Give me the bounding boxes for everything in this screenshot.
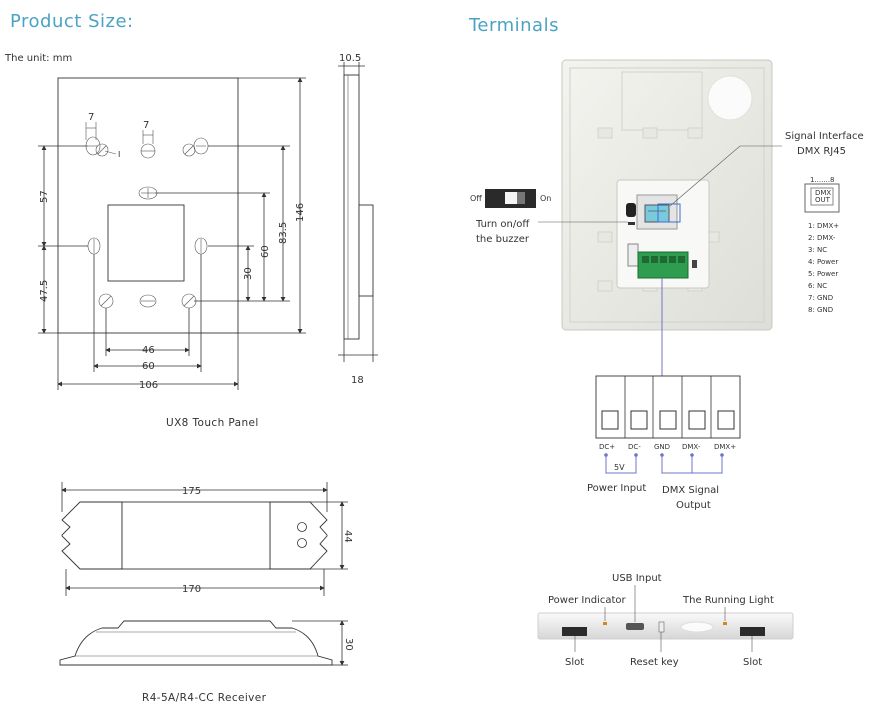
rj45-pinout-list: 1: DMX+ 2: DMX- 3: NC 4: Power 5: Power … bbox=[808, 222, 839, 314]
slot-left-label: Slot bbox=[565, 657, 584, 668]
dim-44: 44 bbox=[342, 530, 353, 543]
terminal-dmx-plus: DMX+ bbox=[714, 443, 736, 451]
mount-hole bbox=[138, 186, 158, 200]
touch-panel-caption: UX8 Touch Panel bbox=[166, 417, 259, 429]
receiver-caption: R4-5A/R4-CC Receiver bbox=[142, 692, 267, 704]
rj45-box-line2: OUT bbox=[815, 196, 831, 204]
buzzer-switch bbox=[485, 189, 536, 208]
terminal-gnd: GND bbox=[654, 443, 670, 451]
dim-18: 18 bbox=[351, 375, 364, 386]
receiver-end-view bbox=[537, 612, 794, 640]
terminals-title: Terminals bbox=[468, 15, 559, 36]
dim-10-5: 10.5 bbox=[339, 53, 361, 64]
switch-off-label: Off bbox=[470, 194, 482, 203]
dim-175: 175 bbox=[182, 486, 201, 497]
terminal-dc-plus: DC+ bbox=[599, 443, 615, 451]
pin-8: 8: GND bbox=[808, 306, 833, 314]
pin-7: 7: GND bbox=[808, 294, 833, 302]
dim-47-5: 47.5 bbox=[39, 280, 50, 302]
pin-3: 3: NC bbox=[808, 246, 827, 254]
dim-7-center: 7 bbox=[143, 120, 149, 131]
touch-panel-side-view: 10.5 18 bbox=[338, 53, 378, 386]
receiver-top-view: 175 44 170 bbox=[61, 482, 353, 596]
mount-hole bbox=[95, 143, 109, 157]
pin-1: 1: DMX+ bbox=[808, 222, 839, 230]
dim-106: 106 bbox=[139, 380, 158, 391]
signal-interface-label: Signal Interface bbox=[785, 131, 864, 142]
pin-5: 5: Power bbox=[808, 270, 838, 278]
terminal-dc-minus: DC- bbox=[628, 443, 641, 451]
slot-right-label: Slot bbox=[743, 657, 762, 668]
dim-170: 170 bbox=[182, 584, 201, 595]
panel-back-photo bbox=[561, 59, 773, 331]
rj45-socket-icon: DMX OUT bbox=[804, 183, 840, 213]
dim-146: 146 bbox=[295, 203, 306, 222]
reset-key-label: Reset key bbox=[630, 657, 679, 668]
unit-note: The unit: mm bbox=[4, 53, 72, 64]
mount-hole bbox=[140, 143, 156, 159]
dim-60-horizontal: 60 bbox=[142, 361, 155, 372]
rj45-box-line1: DMX bbox=[815, 189, 831, 197]
five-volt-label: 5V bbox=[614, 463, 625, 472]
dmx-signal-label-line1: DMX Signal bbox=[662, 485, 719, 496]
rj45-pin-header: 1.......8 bbox=[810, 176, 834, 184]
terminal-block bbox=[595, 375, 741, 439]
switch-on-label: On bbox=[540, 194, 551, 203]
dim-7-left: 7 bbox=[88, 112, 94, 123]
terminal-dmx-minus: DMX- bbox=[682, 443, 701, 451]
buzzer-label-line1: Turn on/off bbox=[475, 219, 530, 230]
buzzer-label-line2: the buzzer bbox=[476, 234, 530, 245]
running-light-label: The Running Light bbox=[682, 595, 774, 606]
pin-2: 2: DMX- bbox=[808, 234, 836, 242]
dmx-rj45-label: DMX RJ45 bbox=[797, 146, 846, 157]
power-input-label: Power Input bbox=[587, 483, 646, 494]
pin-6: 6: NC bbox=[808, 282, 827, 290]
dim-57: 57 bbox=[39, 190, 50, 203]
usb-input-label: USB Input bbox=[612, 573, 662, 584]
svg-text:I: I bbox=[118, 150, 120, 159]
dim-30: 30 bbox=[243, 267, 254, 280]
product-size-title: Product Size: bbox=[10, 11, 134, 32]
dim-60-vertical: 60 bbox=[260, 245, 271, 258]
dmx-signal-label-line2: Output bbox=[676, 500, 711, 511]
touch-panel-front-view: 7 7 I 57 47.5 146 83.5 60 30 bbox=[38, 77, 306, 391]
dim-83-5: 83.5 bbox=[278, 222, 289, 244]
pin-4: 4: Power bbox=[808, 258, 838, 266]
dim-46: 46 bbox=[142, 345, 155, 356]
receiver-side-view: 30 bbox=[59, 620, 354, 666]
power-indicator-label: Power Indicator bbox=[548, 595, 626, 606]
mount-hole bbox=[139, 294, 157, 308]
dim-30-receiver: 30 bbox=[343, 638, 354, 651]
